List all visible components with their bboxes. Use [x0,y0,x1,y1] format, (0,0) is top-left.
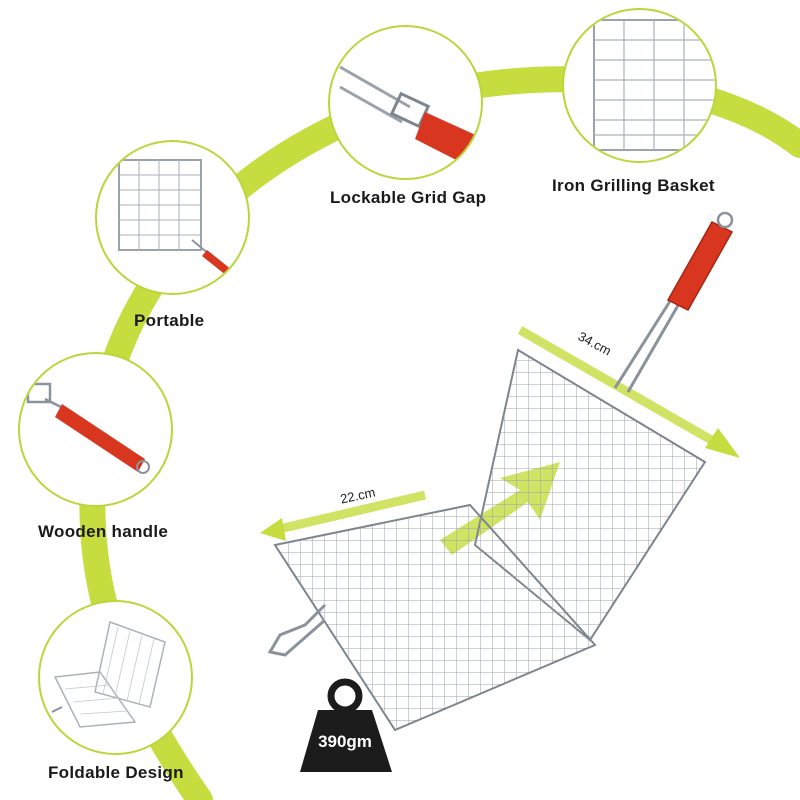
label-lockable-grid-gap: Lockable Grid Gap [330,188,487,207]
label-wooden-handle: Wooden handle [38,522,169,541]
length-arrow [517,326,740,458]
label-portable: Portable [134,311,205,330]
label-iron-grilling-basket: Iron Grilling Basket [552,176,715,195]
feature-circle-wooden-handle [18,352,173,507]
feature-circle-portable [95,140,250,295]
label-foldable-design: Foldable Design [48,763,184,782]
feature-circle-foldable [38,600,193,755]
weight-label: 390gm [318,732,372,751]
width-arrow [260,490,427,541]
feature-circle-lockable [328,25,483,180]
feature-circle-basket [562,8,717,163]
